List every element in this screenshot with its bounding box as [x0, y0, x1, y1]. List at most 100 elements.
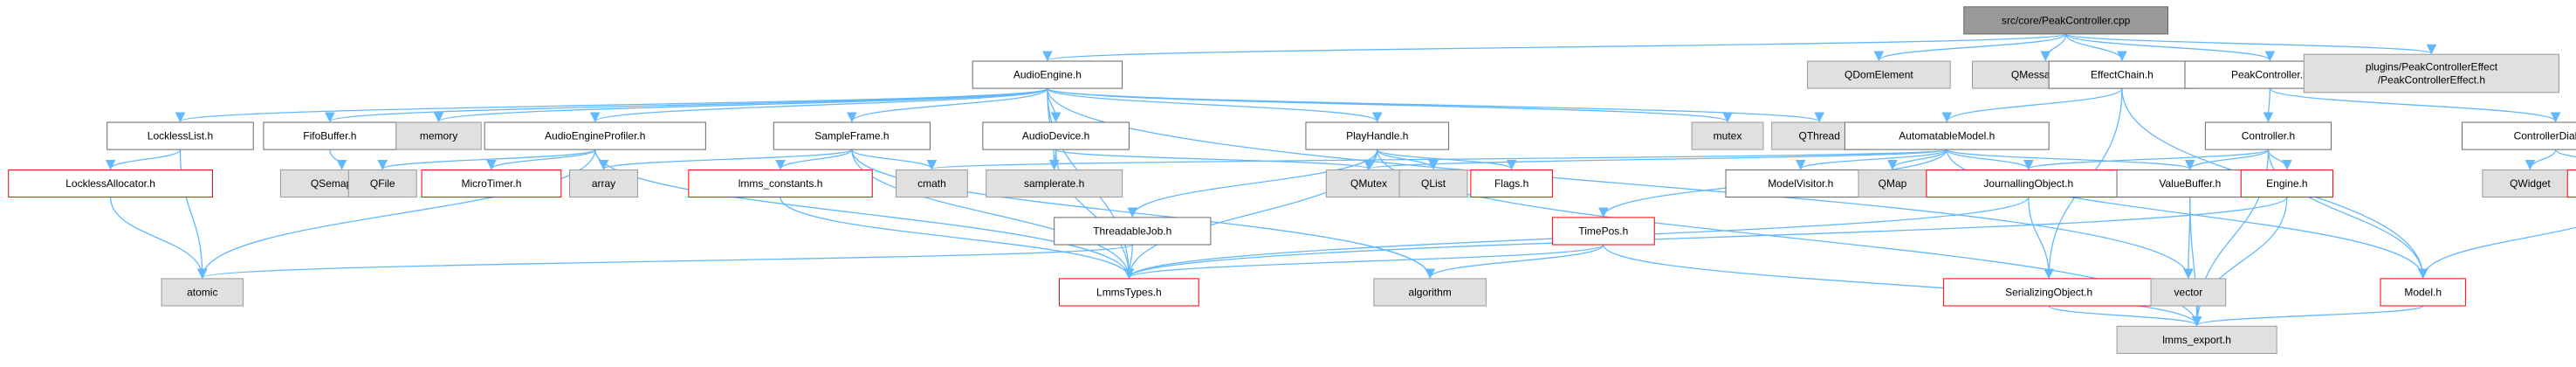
- edge-peakcontroller-to-controller: [2263, 88, 2274, 123]
- node-label: Controller.h: [2242, 130, 2295, 142]
- node-fifobuffer[interactable]: FifoBuffer.h: [263, 121, 397, 150]
- node-box: [2482, 169, 2576, 198]
- node-label: cmath: [917, 177, 946, 190]
- edge-audioengineprofiler-to-qfile: [377, 149, 596, 170]
- edge-effectchain-to-automatablemodel: [1941, 87, 2123, 123]
- node-threadablejob[interactable]: ThreadableJob.h: [1054, 217, 1212, 246]
- node-lmms_export[interactable]: lmms_export.h: [2116, 325, 2277, 354]
- node-controllerdialog[interactable]: ControllerDialog.h: [2461, 121, 2576, 150]
- node-qlist[interactable]: QList: [1398, 169, 1468, 198]
- node-box: [484, 121, 706, 150]
- node-box: [1942, 278, 2155, 307]
- node-label: JournallingObject.h: [1983, 177, 2073, 190]
- node-lmms_constants[interactable]: lmms_constants.h: [688, 169, 873, 198]
- node-serializingobject[interactable]: SerializingObject.h: [1942, 278, 2155, 307]
- node-effectchain[interactable]: EffectChain.h: [2048, 60, 2196, 89]
- node-audioengineprofiler[interactable]: AudioEngineProfiler.h: [484, 121, 706, 150]
- edge-automatablemodel-to-modelvisitor: [1796, 149, 1947, 170]
- node-label: algorithm: [1408, 286, 1451, 298]
- node-box: [1373, 278, 1487, 307]
- node-qmap[interactable]: QMap: [1858, 169, 1927, 198]
- node-algorithm[interactable]: algorithm: [1373, 278, 1487, 307]
- node-samplerate[interactable]: samplerate.h: [986, 169, 1123, 198]
- node-label: ModelVisitor.h: [1768, 177, 1833, 190]
- node-lmmstypes[interactable]: LmmsTypes.h: [1059, 278, 1199, 307]
- node-qfile[interactable]: QFile: [347, 169, 417, 198]
- node-valuebuffer[interactable]: ValueBuffer.h: [2116, 169, 2264, 198]
- edge-timepos-to-lmms_export: [1603, 244, 2202, 327]
- node-box: [986, 169, 1123, 198]
- node-box: [1054, 217, 1212, 246]
- node-audiodevice[interactable]: AudioDevice.h: [982, 121, 1130, 150]
- node-label: AudioEngineProfiler.h: [545, 130, 645, 142]
- node-box: [106, 121, 254, 150]
- edge-timepos-to-algorithm: [1425, 244, 1604, 280]
- node-box: [2566, 169, 2576, 198]
- node-timepos[interactable]: TimePos.h: [1551, 217, 1655, 246]
- node-label: TimePos.h: [1578, 225, 1628, 237]
- node-mutex[interactable]: mutex: [1691, 121, 1764, 150]
- edge-sampleframe-to-cmath: [851, 149, 938, 170]
- edge-automatablemodel-to-qmutex: [1364, 149, 1947, 170]
- edge-audiodevice-to-qmutex: [1054, 149, 1374, 170]
- node-peakcontrollereffect[interactable]: plugins/PeakControllerEffect/PeakControl…: [2303, 53, 2560, 93]
- node-label: mutex: [1714, 130, 1742, 142]
- edge-controller-to-journallingobject: [2023, 149, 2270, 170]
- node-qmutex[interactable]: QMutex: [1325, 169, 1412, 198]
- node-locklessallocator[interactable]: LocklessAllocator.h: [8, 169, 213, 198]
- node-modelview[interactable]: ModelView.h: [2566, 169, 2576, 198]
- node-label: memory: [420, 130, 457, 142]
- node-box: [1398, 169, 1468, 198]
- node-playhandle[interactable]: PlayHandle.h: [1305, 121, 1450, 150]
- node-journallingobject[interactable]: JournallingObject.h: [1926, 169, 2132, 198]
- node-label: /PeakControllerEffect.h: [2378, 74, 2485, 87]
- edge-root-to-peakcontrollereffect: [2064, 33, 2436, 55]
- node-audioengine[interactable]: AudioEngine.h: [972, 60, 1123, 89]
- edge-timepos-to-lmmstypes: [1123, 244, 1604, 280]
- node-label: QThread: [1799, 130, 1840, 142]
- node-array[interactable]: array: [569, 169, 638, 198]
- node-microtimer[interactable]: MicroTimer.h: [421, 169, 562, 198]
- node-box: [347, 169, 417, 198]
- edge-model-to-lmms_export: [2192, 305, 2424, 327]
- edge-audioengine-to-audioengineprofiler: [590, 87, 1048, 123]
- node-label: ControllerDialog.h: [2514, 130, 2576, 142]
- edge-sampleframe-to-lmmstypes: [851, 149, 1135, 280]
- edge-locklesslist-to-atomic: [179, 149, 208, 280]
- node-box: [1059, 278, 1199, 307]
- node-qwidget[interactable]: QWidget: [2482, 169, 2576, 198]
- edge-root-to-qmessagebox: [2040, 33, 2067, 62]
- node-label: QDomElement: [1844, 69, 1913, 81]
- edge-serializingobject-to-lmms_export: [2048, 305, 2202, 327]
- node-qdomelement[interactable]: QDomElement: [1807, 60, 1951, 89]
- node-box: [773, 121, 931, 150]
- node-label: lmms_constants.h: [738, 177, 823, 190]
- node-label: atomic: [187, 286, 217, 298]
- node-model[interactable]: Model.h: [2380, 278, 2466, 307]
- node-cmath[interactable]: cmath: [896, 169, 968, 198]
- edge-audioengine-to-locklesslist: [175, 87, 1048, 123]
- node-automatablemodel[interactable]: AutomatableModel.h: [1844, 121, 2050, 150]
- node-box: [2380, 278, 2466, 307]
- node-box: [896, 169, 968, 198]
- node-box: [395, 121, 482, 150]
- node-label: array: [592, 177, 615, 190]
- node-locklesslist[interactable]: LocklessList.h: [106, 121, 254, 150]
- node-box: [263, 121, 397, 150]
- node-memory[interactable]: memory: [395, 121, 482, 150]
- node-engine[interactable]: Engine.h: [2240, 169, 2333, 198]
- node-box: [688, 169, 873, 198]
- node-modelvisitor[interactable]: ModelVisitor.h: [1725, 169, 1876, 198]
- node-atomic[interactable]: atomic: [161, 278, 244, 307]
- node-flags[interactable]: Flags.h: [1470, 169, 1553, 198]
- edge-audioengine-to-mutex: [1047, 87, 1733, 123]
- node-vector[interactable]: vector: [2150, 278, 2227, 307]
- node-root[interactable]: src/core/PeakController.cpp: [1963, 6, 2169, 35]
- node-label: LmmsTypes.h: [1096, 286, 1162, 298]
- node-sampleframe[interactable]: SampleFrame.h: [773, 121, 931, 150]
- node-box: [2204, 121, 2332, 150]
- node-box: [2116, 169, 2264, 198]
- node-controller[interactable]: Controller.h: [2204, 121, 2332, 150]
- node-box: [982, 121, 1130, 150]
